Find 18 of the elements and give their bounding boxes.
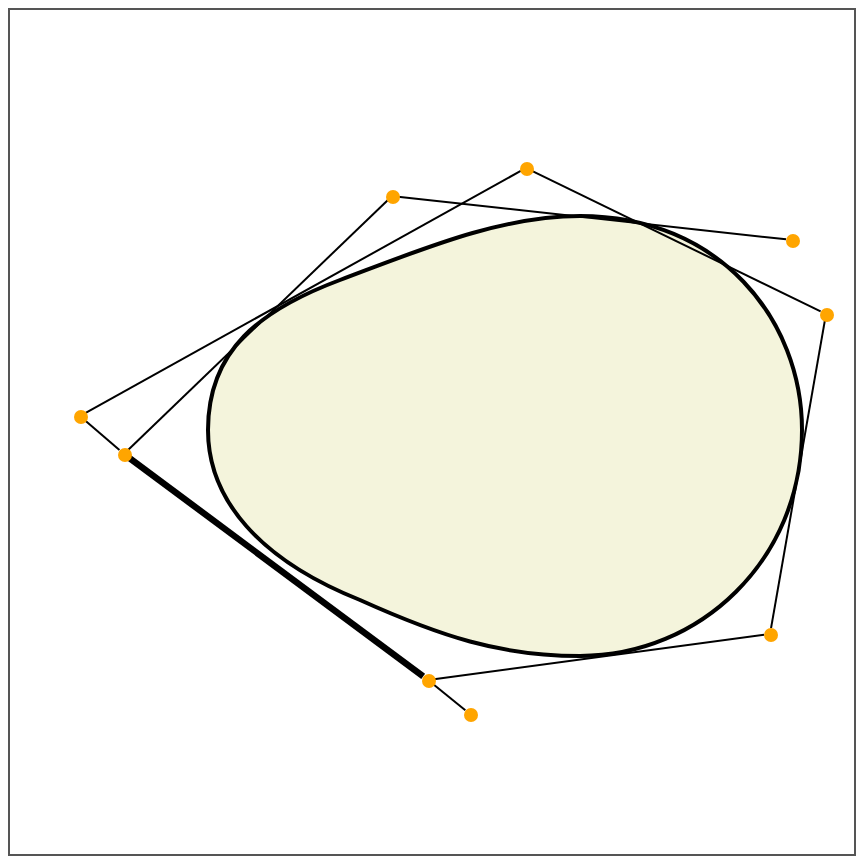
- control-point-dot: [519, 161, 533, 175]
- connector-line: [83, 418, 121, 452]
- connector-line: [530, 169, 822, 313]
- connector-line: [432, 633, 766, 681]
- control-point-dot: [763, 627, 777, 641]
- control-point-dot: [421, 673, 435, 687]
- control-point-dot: [73, 409, 87, 423]
- control-point-dot: [385, 189, 399, 203]
- connector-line: [431, 682, 467, 712]
- connector-line: [127, 199, 389, 451]
- connector-line: [770, 318, 826, 630]
- control-point-dot: [117, 447, 131, 461]
- control-point-dot: [463, 707, 477, 721]
- control-point-dot: [819, 307, 833, 321]
- control-point-dot: [785, 233, 799, 247]
- connector-line: [126, 455, 426, 679]
- connector-line: [396, 195, 788, 241]
- connector-line: [84, 169, 522, 415]
